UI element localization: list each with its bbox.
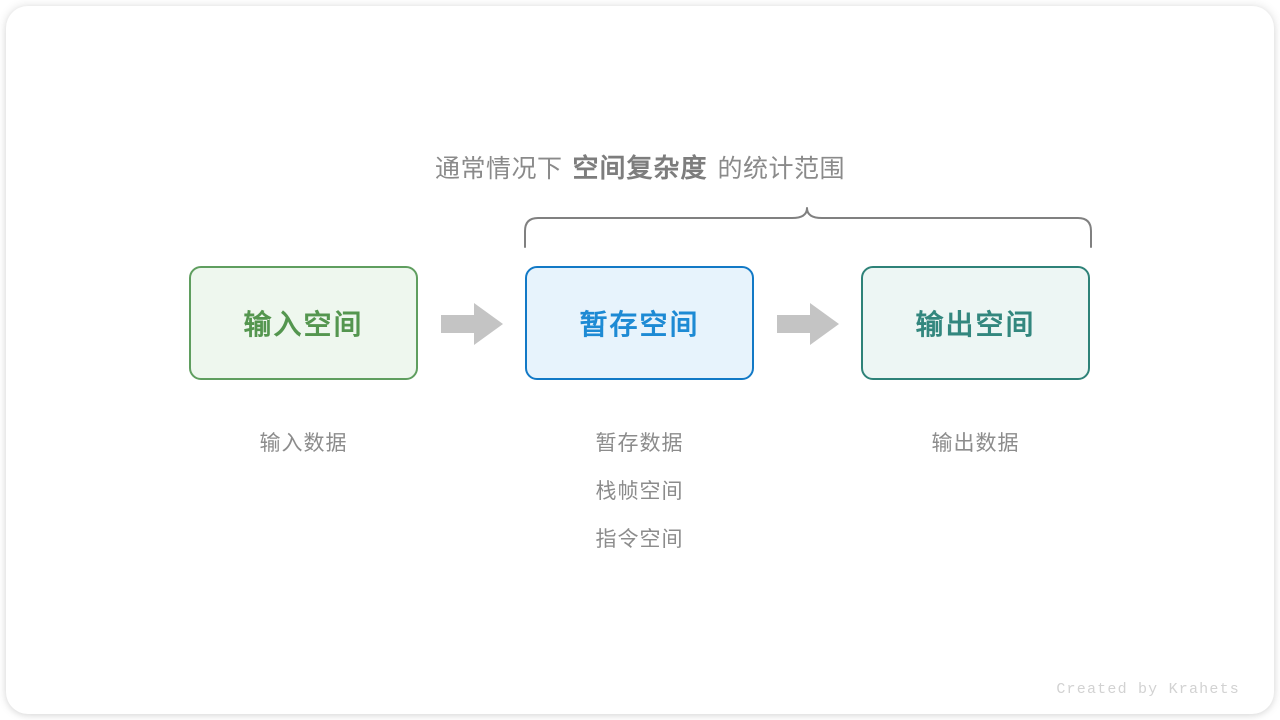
stage-box-input-label: 输入空间 [243, 309, 364, 340]
stage-box-input[interactable]: 输入空间 [189, 266, 418, 380]
caption-input-0: 输入数据 [259, 432, 348, 455]
caption-temp-0: 暂存数据 [595, 432, 684, 455]
stage-box-output-label: 输出空间 [915, 309, 1036, 340]
caption-temp-1: 栈帧空间 [595, 480, 684, 503]
right-arrow-icon [777, 303, 839, 345]
arrow-input-to-temp [441, 303, 503, 345]
diagram-title: 通常情况下空间复杂度的统计范围 [0, 148, 1280, 189]
caption-column-input: 输入数据 [189, 420, 418, 468]
caption-temp-2: 指令空间 [595, 528, 684, 551]
caption-column-temp: 暂存数据 栈帧空间 指令空间 [525, 420, 754, 564]
stage-box-temp[interactable]: 暂存空间 [525, 266, 754, 380]
stage-box-output[interactable]: 输出空间 [861, 266, 1090, 380]
title-suffix: 的统计范围 [717, 155, 846, 183]
title-emphasis: 空间复杂度 [572, 153, 708, 183]
brace-icon [524, 207, 1092, 248]
caption-column-output: 输出数据 [861, 420, 1090, 468]
stage-boxes: 输入空间 暂存空间 输出空间 [0, 266, 1280, 382]
stage-box-temp-label: 暂存空间 [579, 309, 700, 340]
right-arrow-icon [441, 303, 503, 345]
caption-output-0: 输出数据 [931, 432, 1020, 455]
arrow-temp-to-output [777, 303, 839, 345]
scope-brace [518, 205, 1098, 255]
title-prefix: 通常情况下 [434, 155, 563, 183]
stage-captions: 输入数据 暂存数据 栈帧空间 指令空间 输出数据 [0, 420, 1280, 560]
watermark: Created by Krahets [1056, 681, 1240, 698]
